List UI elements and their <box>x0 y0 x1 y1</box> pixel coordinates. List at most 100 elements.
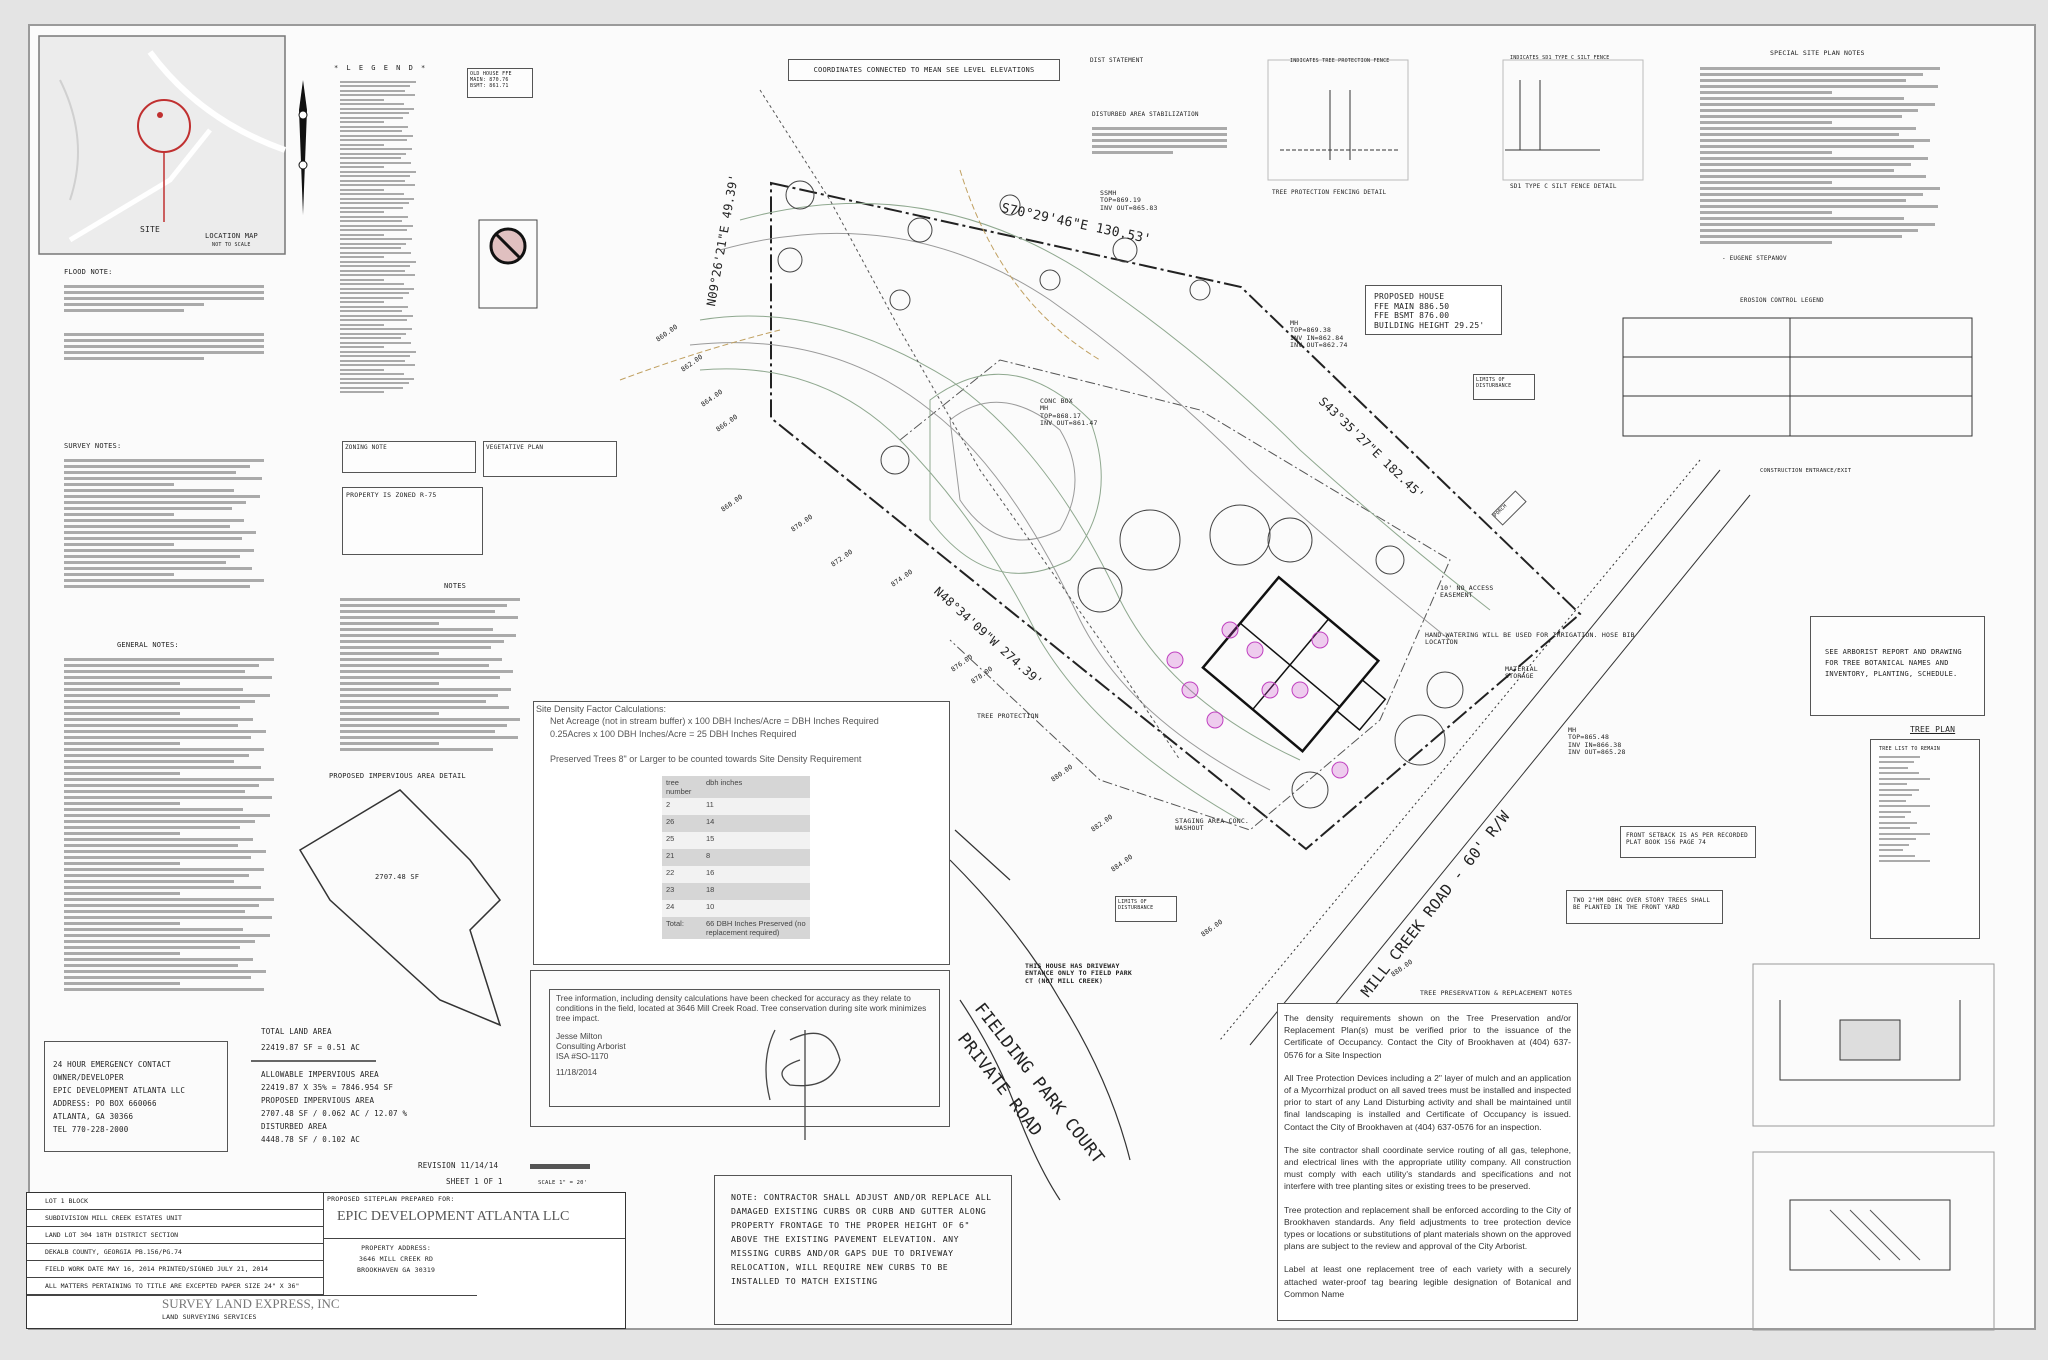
title-block-divider <box>27 1295 477 1296</box>
tree-list-title: TREE LIST TO REMAIN <box>1879 746 1940 752</box>
contact-line: OWNER/DEVELOPER <box>53 1073 124 1082</box>
tree-number-cell: 25 <box>662 832 702 849</box>
text-line <box>64 742 180 745</box>
text-line <box>64 555 240 558</box>
text-line <box>64 820 256 823</box>
text-line <box>340 676 501 679</box>
ssmh-line: TOP=869.19 <box>1100 196 1142 205</box>
title-block-row: LOT 1 BLOCK <box>27 1193 323 1210</box>
existing-tree <box>1209 504 1271 566</box>
dbh-cell: 8 <box>702 849 810 866</box>
text-line <box>340 238 412 240</box>
text-line <box>64 916 272 919</box>
limits-of-disturbance <box>899 359 1451 831</box>
map-road <box>59 79 79 201</box>
text-line <box>1879 810 1912 813</box>
text-line <box>1700 181 1832 184</box>
text-line <box>340 184 416 186</box>
text-line <box>340 724 508 727</box>
text-line <box>64 561 226 564</box>
tree-plan-title: TREE PLAN <box>1910 725 1956 734</box>
text-line <box>64 585 250 588</box>
ssmh-line: SSMH <box>1100 189 1117 197</box>
text-line <box>64 495 260 498</box>
existing-tree <box>1119 509 1181 571</box>
curb-note-box: NOTE: CONTRACTOR SHALL ADJUST AND/OR REP… <box>714 1175 1012 1325</box>
text-line <box>64 658 274 661</box>
flood-note-body-2 <box>64 330 264 363</box>
property-boundary <box>770 181 1582 851</box>
area-summary: TOTAL LAND AREA 22419.87 SF = 0.51 AC AL… <box>251 1025 407 1146</box>
location-map-subtitle: NOT TO SCALE <box>212 242 251 248</box>
text-line <box>64 748 264 751</box>
text-line <box>340 314 413 317</box>
title-block-row: FIELD WORK DATE MAY 16, 2014 PRINTED/SIG… <box>27 1261 323 1278</box>
text-line <box>64 525 230 528</box>
text-line <box>1879 766 1908 769</box>
text-line <box>64 964 239 967</box>
text-line <box>1700 217 1904 220</box>
mh-line: TOP=865.48 <box>1568 733 1610 742</box>
old-house-line: BSMT: 861.71 <box>470 83 509 89</box>
text-line <box>340 112 409 114</box>
text-line <box>1879 849 1903 851</box>
arborist-id: ISA #SO-1170 <box>556 1051 609 1061</box>
special-notes-body <box>1700 64 1940 247</box>
text-line <box>1700 79 1907 82</box>
text-line <box>64 459 264 462</box>
text-line <box>340 355 411 357</box>
tree-preservation-notes: The density requirements shown on the Tr… <box>1277 1003 1578 1321</box>
zoning-note-box: ZONING NOTE <box>342 441 476 473</box>
text-line <box>64 700 256 703</box>
text-line <box>340 359 405 362</box>
text-line <box>64 712 180 715</box>
address-line: BROOKHAVEN GA 30319 <box>357 1266 436 1274</box>
text-line <box>340 305 408 308</box>
text-line <box>1700 151 1832 154</box>
dbh-cell: 18 <box>702 883 810 900</box>
erosion-control-legend <box>1622 317 1973 437</box>
text-line <box>1700 67 1940 70</box>
text-line <box>340 346 384 348</box>
text-line <box>340 188 384 191</box>
text-line <box>340 175 411 177</box>
existing-tree <box>1039 269 1061 291</box>
tree-preservation-paragraph: Label at least one replacement tree of e… <box>1284 1264 1571 1299</box>
text-line <box>340 251 412 254</box>
impervious-area-label: 2707.48 SF <box>375 873 420 881</box>
existing-tree <box>1394 714 1446 766</box>
text-line <box>340 296 404 299</box>
text-line <box>340 332 407 335</box>
tree-info-outer <box>530 970 950 1127</box>
text-line <box>340 121 384 123</box>
old-house-ffe-box: OLD HOUSE FFE MAIN: 870.76 BSMT: 861.71 <box>467 68 533 98</box>
text-line <box>340 718 520 721</box>
text-line <box>64 766 262 769</box>
text-line <box>1700 163 1912 166</box>
surveyor-name: SURVEY LAND EXPRESS, INC <box>162 1296 340 1311</box>
text-line <box>64 573 174 576</box>
text-line <box>1700 91 1832 94</box>
text-line <box>340 130 403 132</box>
text-line <box>340 386 404 389</box>
text-line <box>1879 827 1911 829</box>
silt-fence-detail <box>1502 59 1644 181</box>
proposed-house-box: PROPOSED HOUSE FFE MAIN 886.50 FFE BSMT … <box>1365 285 1502 335</box>
text-line <box>1700 187 1940 190</box>
driveway-note: THIS HOUSE HAS DRIVEWAY ENTANCE ONLY TO … <box>1025 962 1132 985</box>
tree-list <box>1879 755 1971 862</box>
allowable-value: 22419.87 X 35% = 7846.954 SF <box>261 1083 394 1092</box>
text-line <box>1879 788 1919 791</box>
dbh-cell: 14 <box>702 815 810 832</box>
text-line <box>340 103 404 105</box>
tree-info-box: Tree information, including density calc… <box>549 989 940 1107</box>
text-line <box>64 970 266 973</box>
tp-fence-indicator: INDICATES TREE PROTECTION FENCE <box>1290 58 1390 64</box>
construction-exit-detail <box>1752 963 1995 1331</box>
text-line <box>64 483 174 486</box>
text-line <box>340 143 384 146</box>
